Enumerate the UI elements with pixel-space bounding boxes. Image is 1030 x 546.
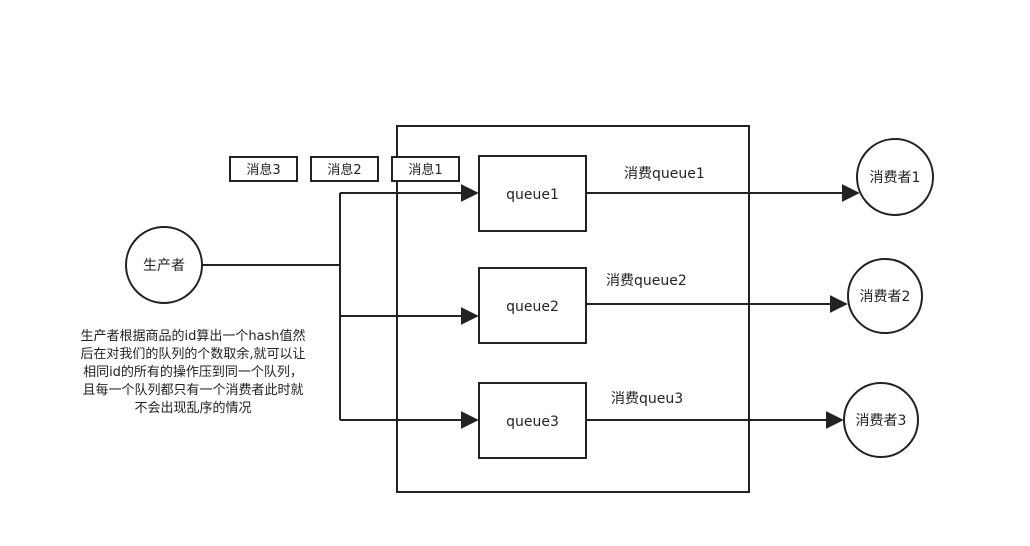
note-line: 不会出现乱序的情况: [134, 400, 251, 416]
queue-box-3: queue3: [478, 382, 587, 459]
message-label: 消息2: [327, 162, 361, 178]
producer-node: 生产者: [125, 226, 203, 304]
queue-label: queue2: [506, 299, 559, 315]
edge-label: 消费queue1: [624, 166, 705, 182]
queue-container: [396, 125, 750, 493]
queue-box-2: queue2: [478, 267, 587, 344]
queue-box-1: queue1: [478, 155, 587, 232]
consumer-label: 消费者2: [860, 289, 911, 305]
message-box: 消息1: [391, 156, 460, 182]
message-box: 消息2: [310, 156, 379, 182]
edge-label: 消费queu3: [611, 391, 683, 407]
note-line: 相同id的所有的操作压到同一个队列，: [83, 364, 303, 380]
note-line: 且每一个队列都只有一个消费者此时就: [82, 382, 303, 398]
consumer-node-1: 消费者1: [856, 138, 934, 216]
queue-label: queue3: [506, 414, 559, 430]
consumer-label: 消费者1: [870, 170, 921, 186]
note-line: 后在对我们的队列的个数取余,就可以让: [80, 346, 305, 362]
note-line: 生产者根据商品的id算出一个hash值然: [80, 328, 305, 344]
message-label: 消息1: [408, 162, 442, 178]
producer-label: 生产者: [143, 258, 185, 274]
edge-label: 消费queue2: [606, 273, 687, 289]
consumer-label: 消费者3: [856, 413, 907, 429]
message-box: 消息3: [229, 156, 298, 182]
queue-label: queue1: [506, 187, 559, 203]
message-label: 消息3: [246, 162, 280, 178]
explanation-note: 生产者根据商品的id算出一个hash值然 后在对我们的队列的个数取余,就可以让 …: [80, 328, 305, 416]
consumer-node-2: 消费者2: [847, 258, 923, 334]
consumer-node-3: 消费者3: [843, 382, 919, 458]
